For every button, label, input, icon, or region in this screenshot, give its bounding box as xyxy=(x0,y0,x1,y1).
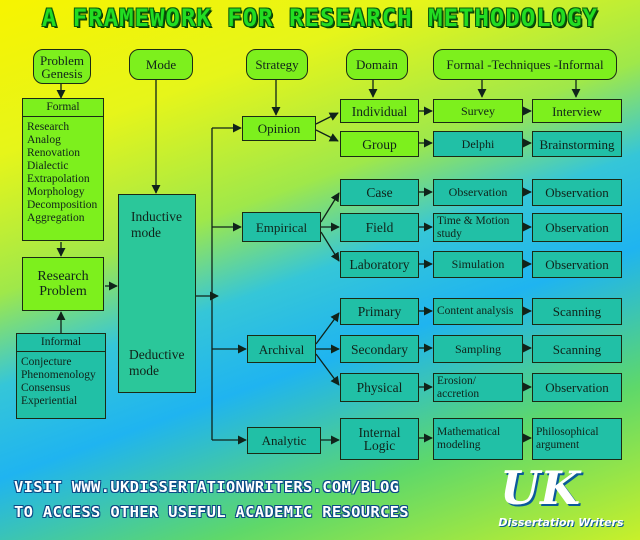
formal-technique-box: Time & Motion study xyxy=(433,213,523,242)
informal-technique-box: Observation xyxy=(532,213,622,242)
domain-box: Case xyxy=(340,179,419,206)
footer-line-2: TO ACCESS OTHER USEFUL ACADEMIC RESOURCE… xyxy=(14,503,409,521)
dissertation-writers-logo: UK Dissertation Writers xyxy=(488,462,634,538)
deductive-mode-label: Deductive mode xyxy=(129,347,185,378)
formal-genesis-item: Aggregation xyxy=(27,212,85,224)
formal-technique-box: Observation xyxy=(433,179,523,206)
header-problem-genesis: Problem Genesis xyxy=(33,49,91,84)
domain-box: Group xyxy=(340,131,419,157)
informal-technique-box: Scanning xyxy=(532,298,622,325)
header-techniques: Formal -Techniques -Informal xyxy=(433,49,617,80)
strategy-opinion: Opinion xyxy=(242,116,316,141)
domain-box: Physical xyxy=(340,373,419,402)
informal-technique-box: Brainstorming xyxy=(532,131,622,157)
strategy-analytic: Analytic xyxy=(247,427,321,454)
informal-genesis-item: Phenomenology xyxy=(21,369,96,381)
header-strategy: Strategy xyxy=(246,49,308,80)
formal-technique-box: Survey xyxy=(433,99,523,123)
strategy-empirical: Empirical xyxy=(242,212,321,242)
formal-technique-box: Content analysis xyxy=(433,298,523,325)
informal-technique-box: Scanning xyxy=(532,335,622,363)
formal-genesis-item: Research xyxy=(27,121,70,133)
strategy-archival: Archival xyxy=(247,335,316,363)
formal-technique-box: Mathematical modeling xyxy=(433,418,523,460)
domain-box: Primary xyxy=(340,298,419,325)
domain-box: Laboratory xyxy=(340,251,419,278)
informal-technique-box: Observation xyxy=(532,373,622,402)
formal-genesis-item: Analog xyxy=(27,134,61,146)
formal-technique-box: Simulation xyxy=(433,251,523,278)
formal-technique-box: Sampling xyxy=(433,335,523,363)
research-problem-box: Research Problem xyxy=(22,257,104,311)
informal-technique-box: Observation xyxy=(532,179,622,206)
logo-text: Dissertation Writers xyxy=(498,516,624,529)
informal-genesis-item: Consensus xyxy=(21,382,71,394)
logo-mark: UK xyxy=(500,461,581,515)
formal-technique-box: Delphi xyxy=(433,131,523,157)
informal-technique-box: Philosophical argument xyxy=(532,418,622,460)
page-title: A FRAMEWORK FOR RESEARCH METHODOLOGY xyxy=(41,4,599,32)
domain-box: Field xyxy=(340,213,419,242)
domain-box: Secondary xyxy=(340,335,419,363)
formal-genesis-item: Decomposition xyxy=(27,199,98,211)
inductive-mode-label: Inductive mode xyxy=(131,209,182,240)
informal-technique-box: Observation xyxy=(532,251,622,278)
header-domain: Domain xyxy=(346,49,408,80)
domain-box: Individual xyxy=(340,99,419,123)
mode-box: Inductive mode Deductive mode xyxy=(118,194,196,393)
footer-line-1: VISIT WWW.UKDISSERTATIONWRITERS.COM/BLOG xyxy=(14,478,400,496)
informal-technique-box: Interview xyxy=(532,99,622,123)
informal-genesis-item: Conjecture xyxy=(21,356,72,368)
header-mode: Mode xyxy=(129,49,193,80)
informal-genesis-item: Experiential xyxy=(21,395,78,407)
formal-genesis-item: Morphology xyxy=(27,186,85,198)
domain-box: Internal Logic xyxy=(340,418,419,460)
formal-genesis-item: Renovation xyxy=(27,147,81,159)
formal-genesis-heading: Formal xyxy=(23,99,103,117)
formal-genesis-item: Dialectic xyxy=(27,160,69,172)
informal-genesis-heading: Informal xyxy=(17,334,105,352)
formal-genesis-item: Extrapolation xyxy=(27,173,90,185)
formal-technique-box: Erosion/ accretion xyxy=(433,373,523,402)
